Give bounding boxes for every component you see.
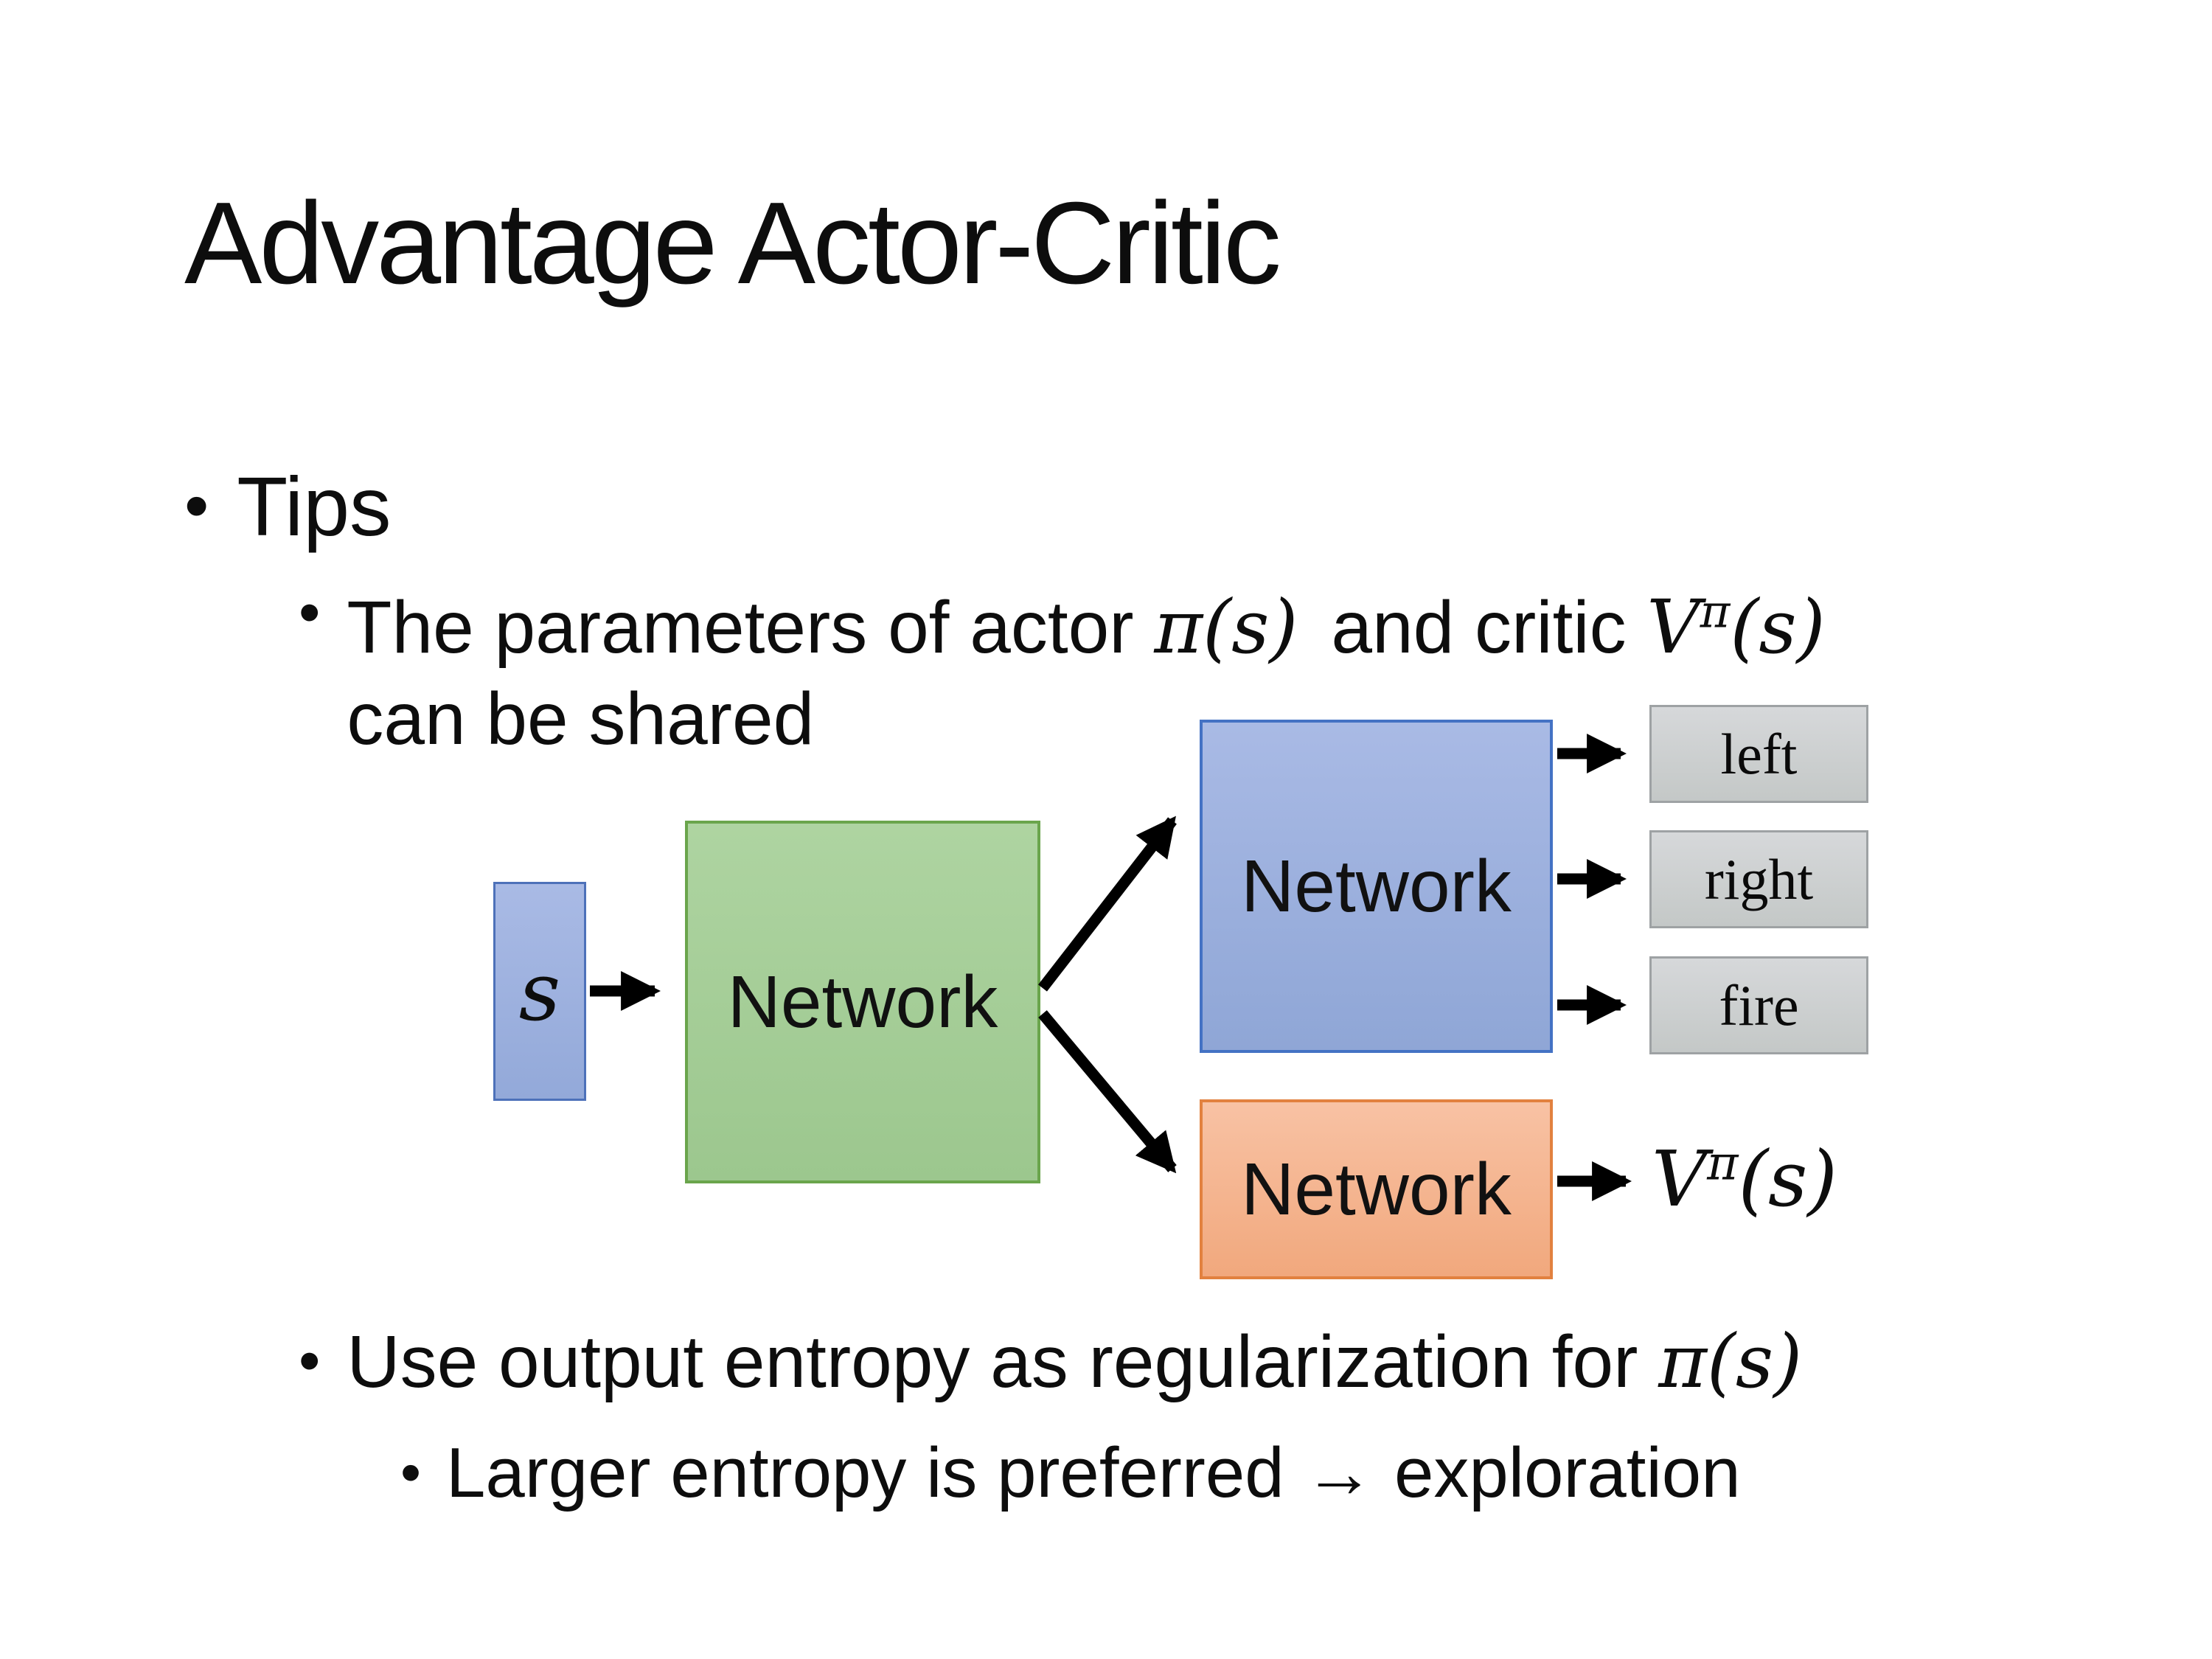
text-mid: and critic [1331,586,1647,669]
state-input-box: s [493,882,586,1101]
critic-output-label: Vπ(s) [1652,1134,1837,1224]
action-box-right: right [1649,830,1868,928]
larger-entropy-text: Larger entropy is preferred → exploratio… [446,1433,1741,1512]
critic-value-base: V [1646,584,1700,671]
shared-network-label: Network [727,960,998,1043]
critic-output-sup: π [1707,1135,1739,1192]
tips-label: Tips [237,460,392,553]
line1: The parameters of actor π(s) and critic V… [347,584,1826,671]
bullet-tips: • Tips [184,459,392,554]
action-box-fire: fire [1649,956,1868,1054]
critic-value-sup: π [1700,585,1731,639]
actor-policy-math: π(s) [1154,584,1298,671]
text-pre: The parameters of actor [347,586,1155,669]
slide-title: Advantage Actor-Critic [184,178,1281,308]
shared-network-box: Network [685,821,1040,1183]
action-label-left: left [1720,721,1798,786]
critic-value-args: (s) [1730,584,1826,671]
policy-math: π(s) [1658,1318,1803,1405]
arrow-shared-to-actor [1038,815,1177,992]
action-label-fire: fire [1719,973,1799,1037]
bullet-parameters-shared: • The parameters of actor π(s) and critic … [299,566,1826,765]
arrow-shared-to-critic [1038,1010,1177,1174]
action-box-left: left [1649,705,1868,803]
entropy-text: Use output entropy as regularization for [347,1321,1659,1403]
critic-output-base: V [1652,1134,1708,1224]
actor-network-box: Network [1200,720,1553,1053]
critic-network-label: Network [1241,1147,1512,1231]
actor-network-label: Network [1241,844,1512,928]
bullet-dot: • [184,467,209,546]
state-label: s [518,944,561,1039]
bullet-entropy-regularization: • Use output entropy as regularization fo… [299,1318,1802,1405]
bullet-larger-entropy: • Larger entropy is preferred → explorati… [400,1433,1741,1514]
critic-output-args: (s) [1738,1134,1838,1224]
bullet-dot: • [299,1326,321,1396]
bullet-dot: • [400,1439,422,1505]
action-label-right: right [1704,846,1814,911]
line2: can be shared [347,678,815,761]
critic-network-box: Network [1200,1099,1553,1279]
bullet-dot: • [299,577,321,647]
parameters-shared-text: The parameters of actor π(s) and critic V… [347,566,1825,765]
